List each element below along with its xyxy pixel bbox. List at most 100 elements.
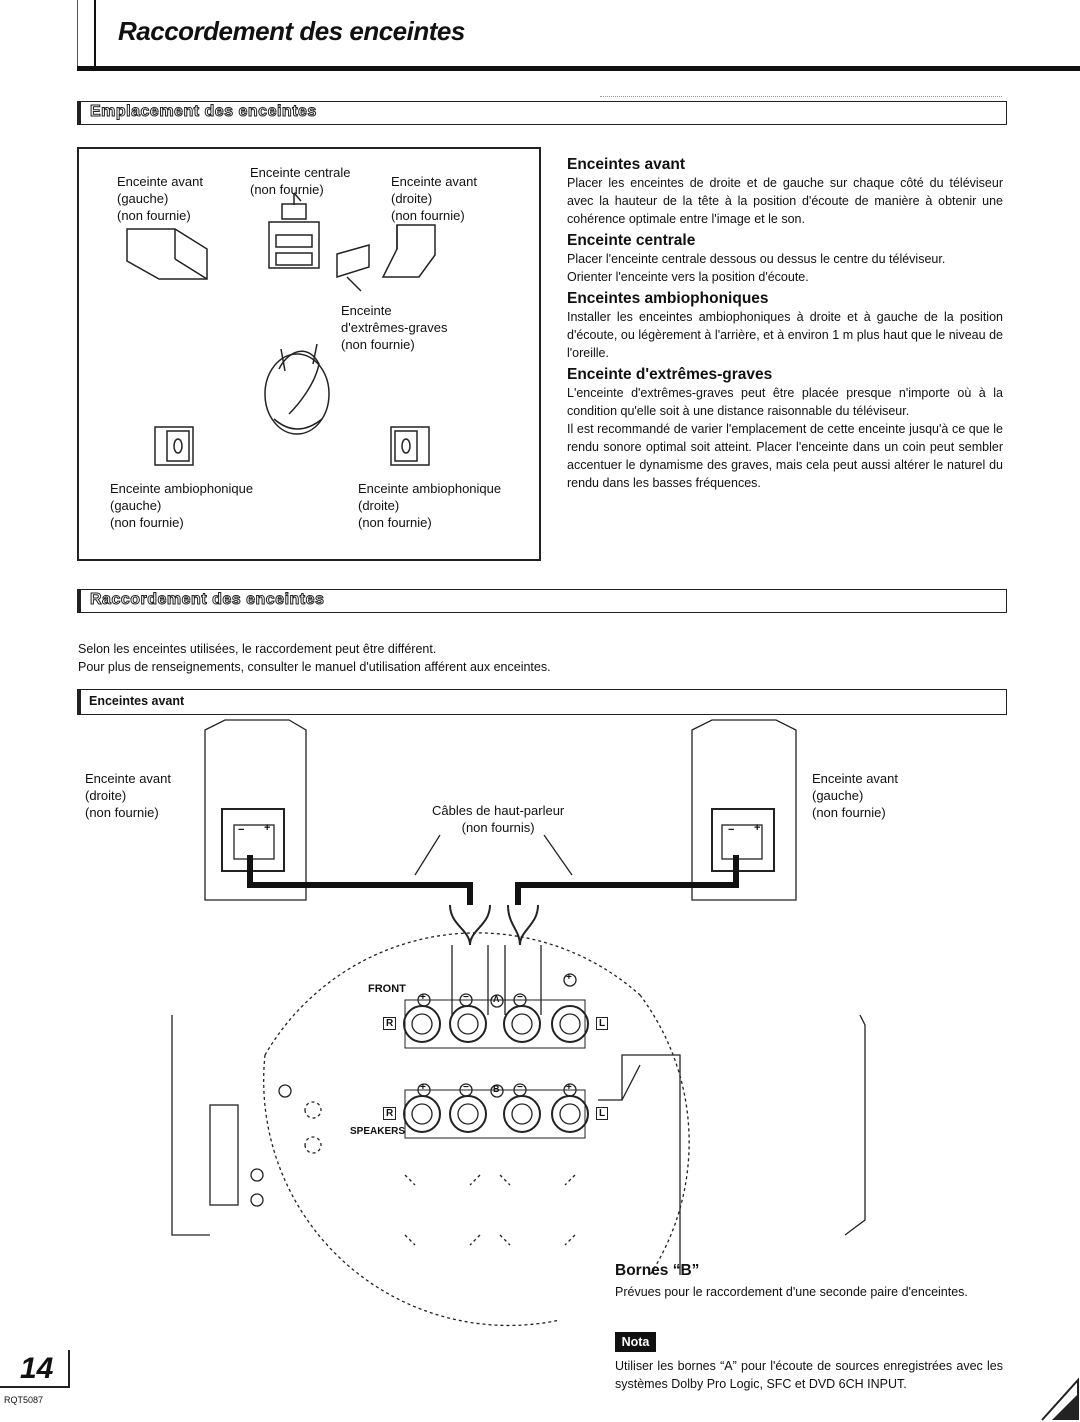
- label-line: (droite): [85, 788, 127, 803]
- subheading-label: Enceintes avant: [89, 694, 185, 708]
- terminal-l-label-b: L: [596, 1107, 609, 1120]
- doc-code: RQT5087: [4, 1395, 44, 1405]
- label-line: (non fournie): [117, 208, 191, 223]
- block-text: Installer les enceintes ambiophoniques à…: [567, 310, 1003, 360]
- label-line: (gauche): [110, 498, 162, 513]
- terminal-a-label: A: [493, 994, 500, 1004]
- label-line: Enceinte ambiophonique: [110, 481, 254, 496]
- tv-center-icon: [268, 192, 320, 269]
- speaker-terminal-plus: +: [264, 822, 271, 834]
- label-line: (non fournis): [461, 820, 535, 835]
- header-rule: [94, 0, 96, 70]
- front-right-label: Enceinte avant (droite) (non fournie): [391, 173, 477, 224]
- page-number-box: [0, 1350, 70, 1388]
- label-line: (non fournie): [812, 805, 886, 820]
- plus-sign: +: [420, 1082, 426, 1093]
- plus-sign: +: [420, 992, 426, 1003]
- surround-right-speaker-icon: [390, 426, 430, 466]
- subwoofer-label: Enceinte d'extrêmes-graves (non fournie): [341, 302, 448, 353]
- block-text: Orienter l'enceinte vers la position d'é…: [567, 270, 809, 284]
- speaker-terminal-minus: −: [728, 824, 735, 836]
- block-heading: Enceinte d'extrêmes-graves: [567, 366, 773, 383]
- label-line: Enceinte avant: [812, 771, 899, 786]
- page-title: Raccordement des enceintes: [118, 16, 465, 46]
- nota-text: Utiliser les bornes “A” pour l'écoute de…: [615, 1359, 1003, 1391]
- minus-sign: −: [517, 992, 523, 1003]
- cables-label: Câbles de haut-parleur (non fournis): [432, 802, 564, 836]
- label-line: Enceinte avant: [391, 174, 478, 189]
- title-underline: [77, 66, 1080, 71]
- block-heading: Enceintes ambiophoniques: [567, 290, 769, 307]
- label-line: Enceinte avant: [117, 174, 204, 189]
- label-line: Enceinte ambiophonique: [358, 481, 502, 496]
- label-line: (non fournie): [250, 182, 324, 197]
- label-line: Enceinte avant: [85, 771, 172, 786]
- subheading-front-speakers: Enceintes avant: [77, 689, 1007, 715]
- block-text: Il est recommandé de varier l'emplacemen…: [567, 422, 1003, 490]
- label-line: (non fournie): [110, 515, 184, 530]
- label-line: (non fournie): [391, 208, 465, 223]
- speaker-terminal-plus: +: [754, 822, 761, 834]
- label-line: (gauche): [117, 191, 169, 206]
- label-line: (non fournie): [341, 337, 415, 352]
- section-heading-emplacement: Emplacement des enceintes: [77, 101, 1007, 125]
- placement-illustration: [126, 192, 436, 466]
- subwoofer-icon: [336, 244, 370, 292]
- terminal-l-label: L: [596, 1017, 609, 1030]
- connection-diagram: [171, 719, 866, 1327]
- nota-badge: Nota: [615, 1332, 656, 1352]
- minus-sign: −: [463, 992, 469, 1003]
- front-left-label: Enceinte avant (gauche) (non fournie): [117, 173, 203, 224]
- section-heading-label: Emplacement des enceintes: [90, 103, 317, 121]
- placement-text-column: Enceintes avant Placer les enceintes de …: [567, 156, 1003, 492]
- front-right-speaker-icon: [381, 224, 436, 278]
- header-rule-thin: [77, 0, 78, 70]
- block-text: Placer les enceintes de droite et de gau…: [567, 176, 1003, 226]
- block-text: L'enceinte d'extrêmes-graves peut être p…: [567, 386, 1003, 418]
- surround-right-label: Enceinte ambiophonique (droite) (non fou…: [358, 480, 501, 531]
- label-line: (droite): [358, 498, 400, 513]
- plus-sign: +: [566, 972, 572, 983]
- bornes-b-text: Prévues pour le raccordement d'une secon…: [615, 1285, 968, 1299]
- intro-line-2: Pour plus de renseignements, consulter l…: [78, 660, 551, 674]
- block-text: Placer l'enceinte centrale dessous ou de…: [567, 252, 946, 266]
- terminal-row-b: [403, 1095, 589, 1133]
- surround-left-speaker-icon: [154, 426, 194, 466]
- placement-figure: Enceinte avant (gauche) (non fournie) En…: [77, 147, 541, 561]
- right-speaker-label: Enceinte avant (droite) (non fournie): [85, 770, 171, 821]
- speakers-label: SPEAKERS: [350, 1126, 406, 1137]
- label-line: Câbles de haut-parleur: [432, 803, 565, 818]
- minus-sign: −: [463, 1082, 469, 1093]
- front-left-speaker-icon: [126, 228, 208, 280]
- terminal-row-a: [403, 1005, 589, 1043]
- page-corner-mark: [1041, 1377, 1079, 1421]
- block-heading: Enceinte centrale: [567, 232, 696, 249]
- terminal-r-label: R: [383, 1017, 397, 1030]
- label-line: (non fournie): [358, 515, 432, 530]
- dotted-rule: [600, 96, 1002, 98]
- plus-sign: +: [566, 1082, 572, 1093]
- page-number: 14: [20, 1352, 54, 1385]
- bornes-b-heading: Bornes “B”: [615, 1262, 700, 1279]
- label-line: (non fournie): [85, 805, 159, 820]
- label-line: Enceinte: [341, 303, 392, 318]
- front-label: FRONT: [368, 983, 406, 995]
- front-left-speaker-box: [691, 719, 797, 901]
- intro-line-1: Selon les enceintes utilisées, le raccor…: [78, 642, 437, 656]
- speaker-terminal-minus: −: [238, 824, 245, 836]
- left-speaker-label: Enceinte avant (gauche) (non fournie): [812, 770, 898, 821]
- center-label: Enceinte centrale (non fournie): [250, 164, 350, 198]
- block-heading: Enceintes avant: [567, 156, 686, 173]
- label-line: Enceinte centrale: [250, 165, 351, 180]
- surround-left-label: Enceinte ambiophonique (gauche) (non fou…: [110, 480, 253, 531]
- label-line: (gauche): [812, 788, 864, 803]
- terminal-r-label-b: R: [383, 1107, 397, 1120]
- minus-sign: −: [517, 1082, 523, 1093]
- front-right-speaker-box: [204, 719, 307, 901]
- terminal-b-label: B: [493, 1084, 500, 1094]
- label-line: (droite): [391, 191, 433, 206]
- listener-icon: [264, 343, 330, 435]
- section-heading-raccordement: Raccordement des enceintes: [77, 589, 1007, 613]
- label-line: d'extrêmes-graves: [341, 320, 448, 335]
- section-heading-label: Raccordement des enceintes: [89, 591, 325, 609]
